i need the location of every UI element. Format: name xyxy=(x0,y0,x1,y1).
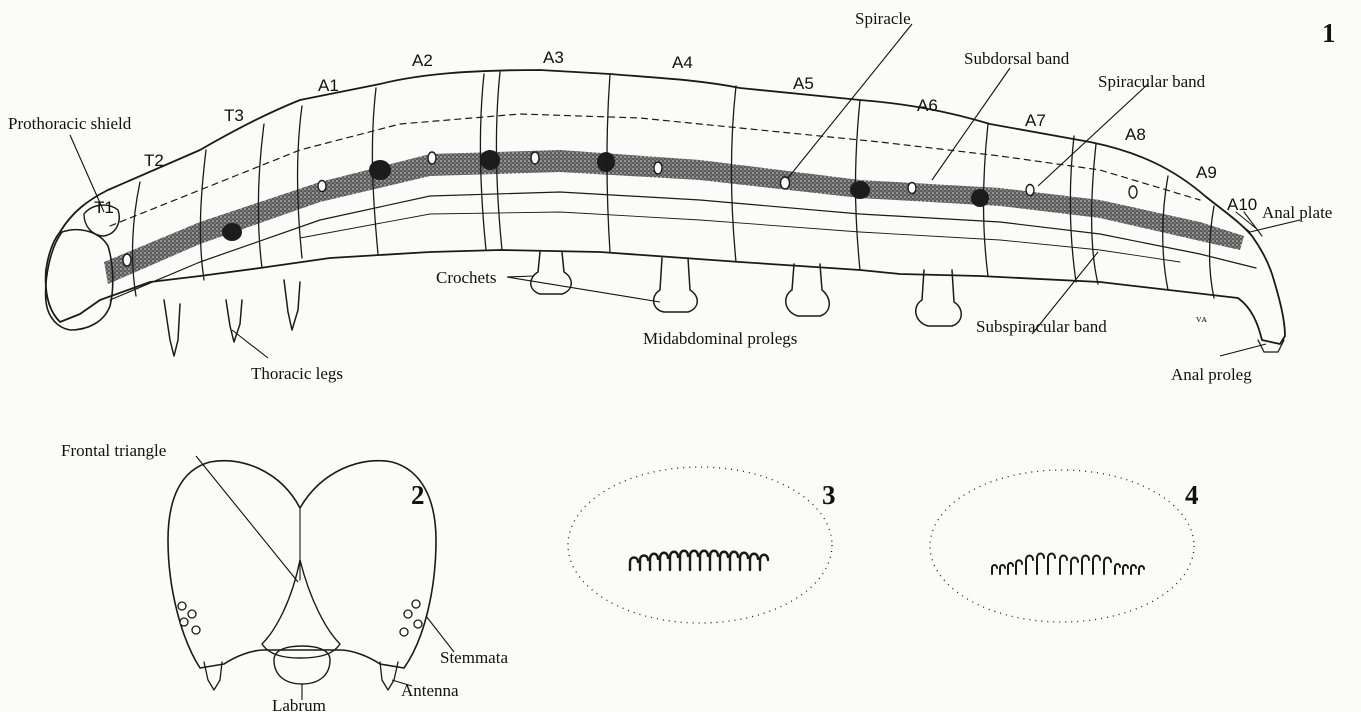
label-a10: A10 xyxy=(1227,195,1257,214)
label-a8: A8 xyxy=(1125,125,1146,144)
label-stemmata: Stemmata xyxy=(440,648,508,667)
head-capsule xyxy=(168,461,436,668)
label-crochets: Crochets xyxy=(436,268,496,287)
label-a5: A5 xyxy=(793,74,814,93)
spiracle-a6 xyxy=(908,183,916,194)
label-midabdominal-prolegs: Midabdominal prolegs xyxy=(643,329,797,348)
label-spiracular-band: Spiracular band xyxy=(1098,72,1206,91)
head-drawing: Frontal triangle Stemmata Antenna Labrum… xyxy=(61,441,508,712)
crochet-row-4 xyxy=(992,554,1144,575)
label-a6: A6 xyxy=(917,96,938,115)
label-thoracic-legs: Thoracic legs xyxy=(251,364,343,383)
antennae xyxy=(204,662,398,690)
label-a1: A1 xyxy=(318,76,339,95)
figure-number-4: 4 xyxy=(1185,480,1199,510)
spiracle-a1 xyxy=(318,181,326,192)
proleg-outline-3 xyxy=(568,467,832,623)
label-spiracle: Spiracle xyxy=(855,9,911,28)
label-frontal-triangle: Frontal triangle xyxy=(61,441,166,460)
spiracle-a8 xyxy=(1129,186,1137,198)
crochet-row-3 xyxy=(630,551,768,570)
crochets-fig4: 4 xyxy=(930,470,1199,622)
segment-lines xyxy=(133,72,1214,298)
labrum xyxy=(274,646,330,684)
spiracle-a2 xyxy=(428,152,436,164)
proleg-outline-4 xyxy=(930,470,1194,622)
label-t3: T3 xyxy=(224,106,244,125)
stemmata xyxy=(178,600,422,636)
spiracle-t1 xyxy=(123,254,131,266)
crochets-fig3: 3 xyxy=(568,467,836,623)
figure-number-1: 1 xyxy=(1322,18,1336,48)
label-a9: A9 xyxy=(1196,163,1217,182)
label-subdorsal-band: Subdorsal band xyxy=(964,49,1070,68)
label-a2: A2 xyxy=(412,51,433,70)
label-anal-plate: Anal plate xyxy=(1262,203,1332,222)
svg-text:vᴀ: vᴀ xyxy=(1196,313,1208,325)
label-subspiracular-band: Subspiracular band xyxy=(976,317,1107,336)
label-a7: A7 xyxy=(1025,111,1046,130)
frontal-triangle xyxy=(262,560,340,658)
label-a4: A4 xyxy=(672,53,693,72)
label-t1: T1 xyxy=(94,198,114,217)
spiracle-a3 xyxy=(531,152,539,164)
spiracle-a5 xyxy=(781,177,790,189)
spiracle-a4 xyxy=(654,162,662,174)
label-anal-proleg: Anal proleg xyxy=(1171,365,1252,384)
figure-number-2: 2 xyxy=(411,480,425,510)
label-a3: A3 xyxy=(543,48,564,67)
label-labrum: Labrum xyxy=(272,696,326,712)
spiracular-band xyxy=(104,150,1244,284)
label-t2: T2 xyxy=(144,151,164,170)
label-antenna: Antenna xyxy=(401,681,459,700)
label-prothoracic-shield: Prothoracic shield xyxy=(8,114,132,133)
figure-number-3: 3 xyxy=(822,480,836,510)
spiracle-a7 xyxy=(1026,185,1034,196)
thoracic-legs xyxy=(164,280,300,356)
larva-drawing: vᴀ T1 T2 T3 A1 A2 A3 A4 A5 A6 A7 A8 A9 A… xyxy=(8,9,1336,384)
